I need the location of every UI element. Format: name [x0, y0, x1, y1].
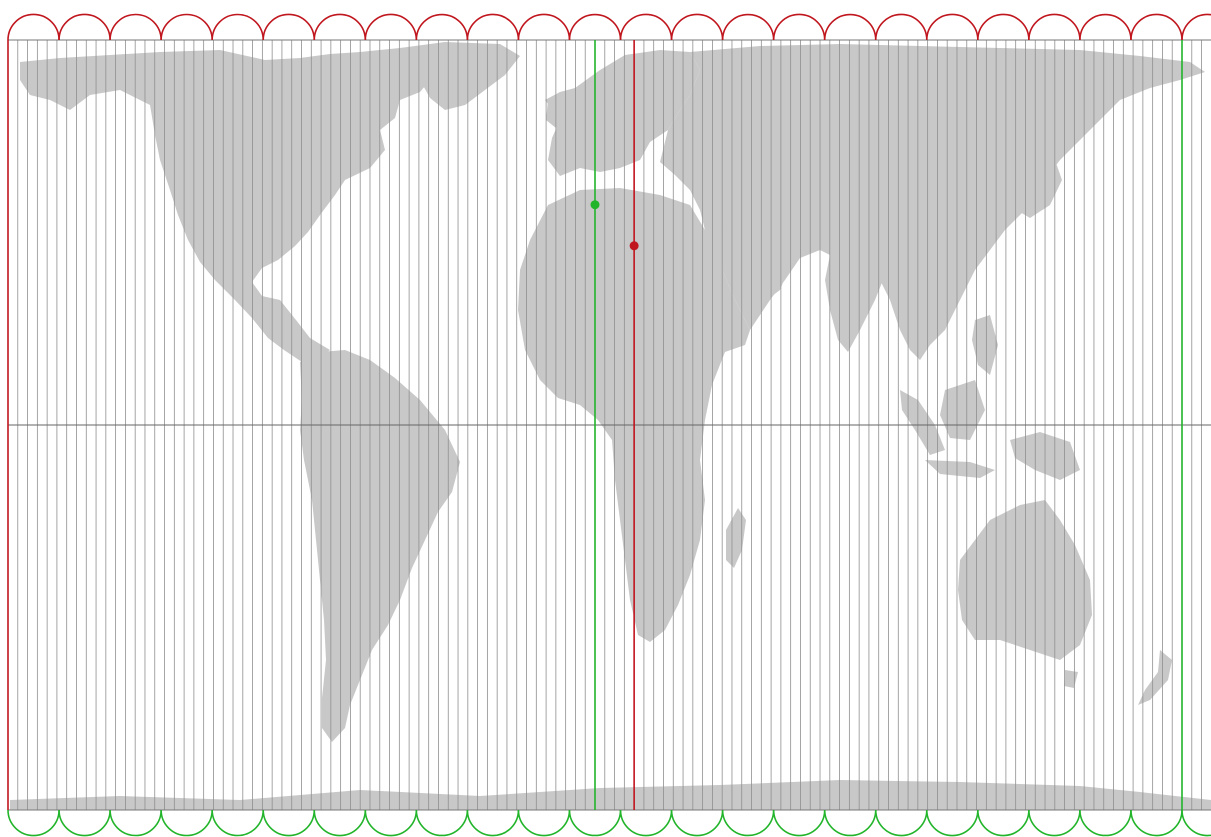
bottom-arc	[977, 809, 1030, 837]
bottom-arc	[568, 809, 622, 837]
top-arc	[364, 13, 418, 41]
australia	[958, 500, 1092, 660]
top-arc	[977, 13, 1030, 41]
bottom-arc	[823, 809, 877, 837]
new-zealand	[1138, 650, 1172, 705]
top-arc	[1181, 14, 1211, 41]
java	[925, 460, 995, 478]
bottom-arc	[211, 809, 265, 837]
asia	[660, 44, 1205, 360]
arabia	[705, 225, 790, 305]
bottom-arc	[7, 809, 60, 837]
japan	[1020, 160, 1062, 218]
top-arc	[670, 13, 724, 41]
top-arc	[823, 13, 877, 41]
bottom-arc	[415, 809, 469, 837]
parallel-lines	[8, 39, 1211, 811]
bottom-arc	[619, 809, 673, 837]
top-arc	[721, 13, 775, 41]
bottom-arc	[313, 809, 367, 837]
top-arc	[925, 13, 979, 41]
india	[825, 255, 885, 352]
highlighted-meridians	[7, 40, 1183, 810]
bottom-arc	[364, 809, 418, 837]
bottom-arc	[517, 809, 571, 837]
bottom-arc	[466, 809, 520, 837]
top-arc	[7, 13, 60, 41]
bottom-arc	[262, 809, 316, 837]
bottom-arc	[1130, 809, 1183, 836]
top-arc	[58, 13, 111, 41]
bottom-arc	[1028, 809, 1081, 836]
top-arc	[466, 13, 520, 41]
top-arc	[568, 13, 622, 41]
top-arc	[619, 13, 673, 41]
bottom-arc	[721, 809, 775, 837]
top-arc	[160, 13, 213, 41]
red-marker	[629, 241, 639, 251]
bottom-edge-arcs	[7, 809, 1211, 837]
top-arc	[874, 13, 928, 41]
location-markers	[590, 200, 639, 251]
top-arc	[1130, 14, 1183, 41]
top-arc	[1079, 13, 1132, 41]
british-isles	[546, 96, 568, 128]
bottom-arc	[160, 809, 213, 837]
philippines	[972, 315, 998, 375]
top-arc	[1028, 14, 1081, 41]
bottom-arc	[1181, 809, 1211, 836]
green-marker	[590, 200, 600, 210]
sumatra	[900, 390, 945, 455]
madagascar	[726, 508, 746, 568]
bottom-arc	[109, 809, 162, 837]
antarctica	[10, 780, 1211, 810]
europe	[545, 50, 700, 176]
top-arc	[772, 13, 826, 41]
top-arc	[262, 13, 316, 41]
top-arc	[415, 13, 469, 41]
north-america	[20, 46, 470, 362]
top-arc	[517, 13, 571, 41]
top-edge-arcs	[7, 13, 1211, 41]
top-arc	[211, 13, 265, 41]
bottom-arc	[58, 809, 111, 837]
bottom-arc	[670, 809, 724, 837]
top-arc	[109, 13, 162, 41]
greenland	[400, 42, 520, 110]
top-arc	[313, 13, 367, 41]
bottom-arc	[925, 809, 979, 837]
bottom-arc	[772, 809, 826, 837]
bottom-arc	[1079, 809, 1132, 837]
bottom-arc	[874, 809, 928, 837]
